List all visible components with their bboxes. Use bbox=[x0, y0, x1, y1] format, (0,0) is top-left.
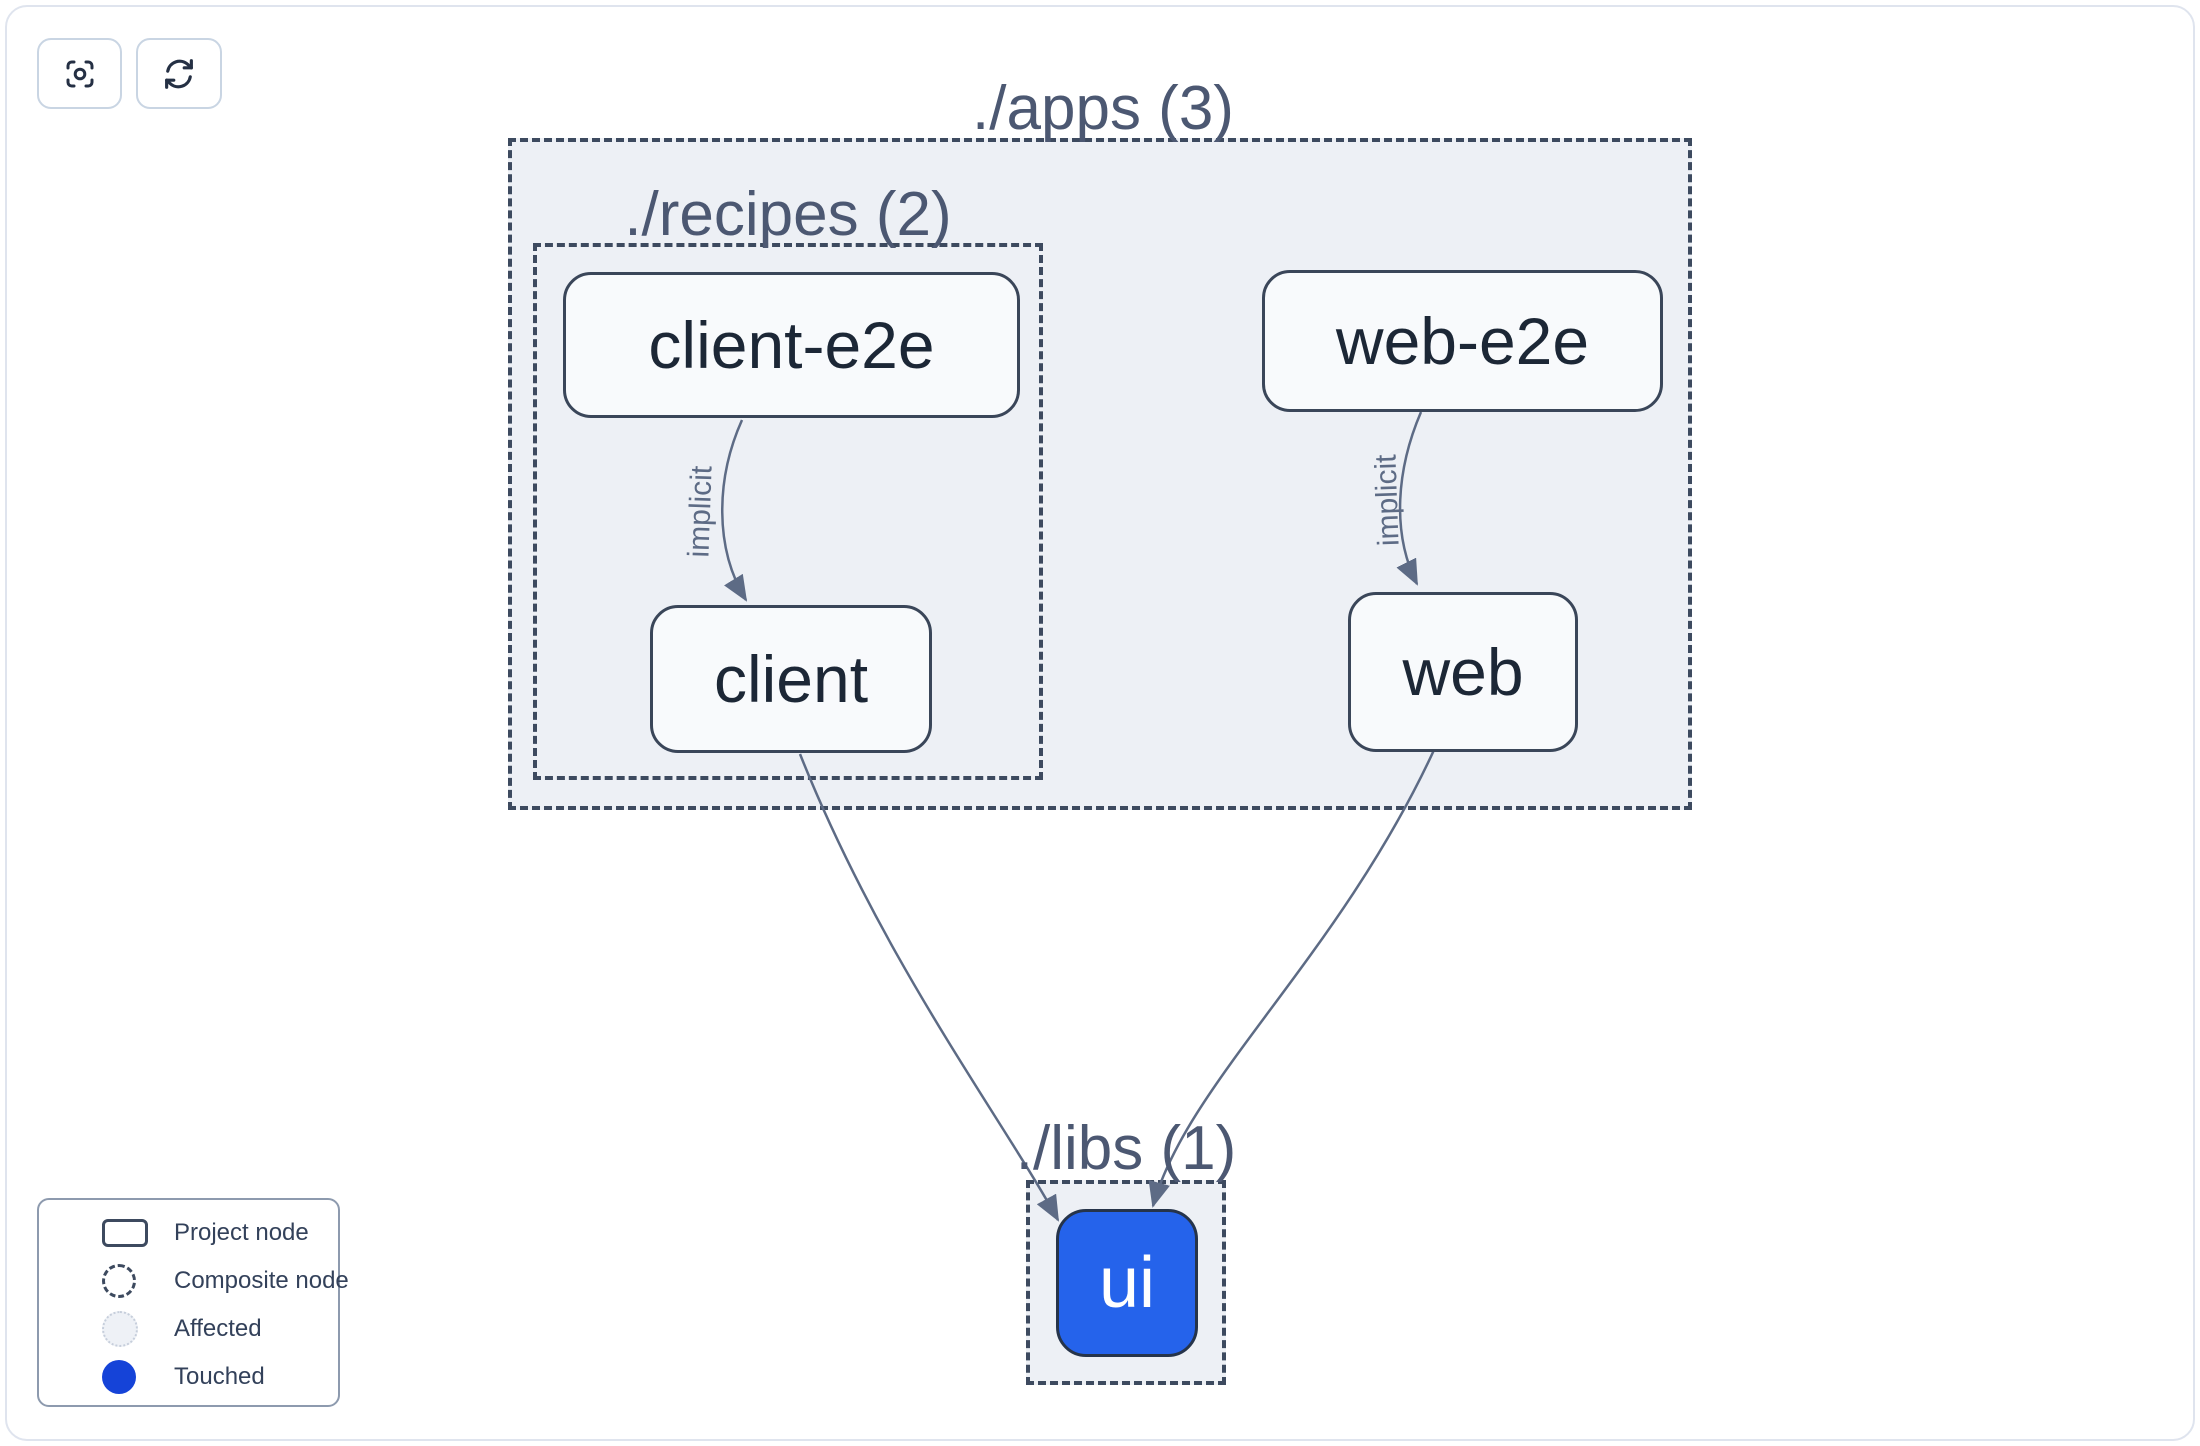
legend-item-composite-node: Composite node bbox=[39, 1264, 349, 1298]
legend-item-affected: Affected bbox=[39, 1311, 338, 1347]
edge-client-e2e-to-client[interactable] bbox=[721, 419, 748, 602]
touched-swatch-icon bbox=[102, 1360, 136, 1394]
legend-item-label: Project node bbox=[174, 1219, 309, 1246]
composite-node-swatch-icon bbox=[102, 1264, 136, 1298]
legend-item-touched: Touched bbox=[39, 1360, 338, 1394]
refresh-button[interactable] bbox=[136, 38, 222, 109]
legend-item-project-node: Project node bbox=[39, 1216, 338, 1250]
focus-button[interactable] bbox=[37, 38, 122, 109]
legend: Project node Composite node Affected Tou… bbox=[37, 1198, 349, 1407]
composite-label-libs[interactable]: ./libs (1) bbox=[1015, 1114, 1237, 1183]
edge-label-implicit-web: implicit bbox=[1369, 453, 1405, 546]
project-node-web-e2e[interactable]: web-e2e bbox=[1262, 270, 1663, 412]
refresh-icon bbox=[165, 58, 193, 89]
edge-client-to-ui[interactable] bbox=[798, 753, 1060, 1222]
project-node-web[interactable]: web bbox=[1348, 592, 1578, 752]
project-node-ui[interactable]: ui bbox=[1056, 1209, 1198, 1357]
affected-swatch-icon bbox=[102, 1311, 138, 1347]
project-node-swatch-icon bbox=[102, 1219, 148, 1247]
edge-label-implicit-client: implicit bbox=[682, 465, 718, 558]
legend-item-label: Affected bbox=[174, 1315, 262, 1342]
focus-icon bbox=[66, 60, 93, 87]
edge-web-e2e-to-web[interactable] bbox=[1396, 411, 1423, 586]
legend-item-label: Composite node bbox=[174, 1267, 349, 1294]
legend-item-label: Touched bbox=[174, 1363, 265, 1390]
composite-label-recipes[interactable]: ./recipes (2) bbox=[624, 180, 952, 249]
composite-label-apps[interactable]: ./apps (3) bbox=[972, 74, 1234, 143]
edge-web-to-ui[interactable] bbox=[1148, 749, 1436, 1208]
project-node-client-e2e[interactable]: client-e2e bbox=[563, 272, 1020, 418]
project-node-client[interactable]: client bbox=[650, 605, 932, 753]
